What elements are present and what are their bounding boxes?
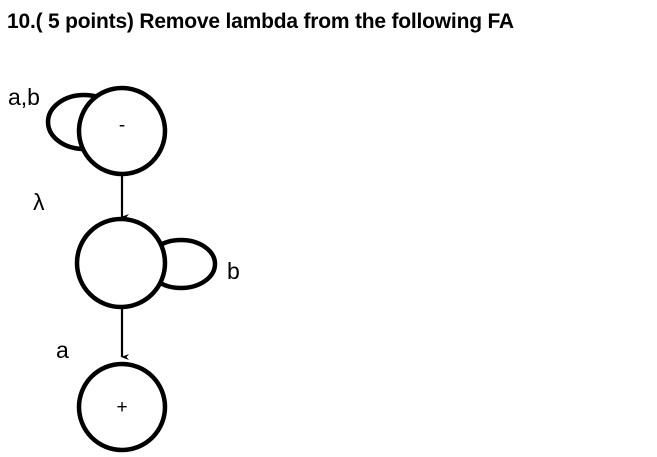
page-title: 10.( 5 points) Remove lambda from the fo… bbox=[7, 10, 514, 33]
state-q0-symbol: - bbox=[119, 115, 125, 136]
state-q2-symbol: + bbox=[116, 397, 127, 418]
state-q1[interactable] bbox=[74, 216, 168, 310]
self-loop-q0-label: a,b bbox=[8, 84, 40, 110]
self-loop-q1-label: b bbox=[227, 258, 240, 284]
transition-q0-q1-label: λ bbox=[33, 189, 45, 215]
finite-automaton-diagram: - + a,b λ b a bbox=[8, 84, 240, 453]
transition-q1-q2-label: a bbox=[56, 337, 69, 363]
state-q2[interactable] bbox=[76, 361, 168, 453]
